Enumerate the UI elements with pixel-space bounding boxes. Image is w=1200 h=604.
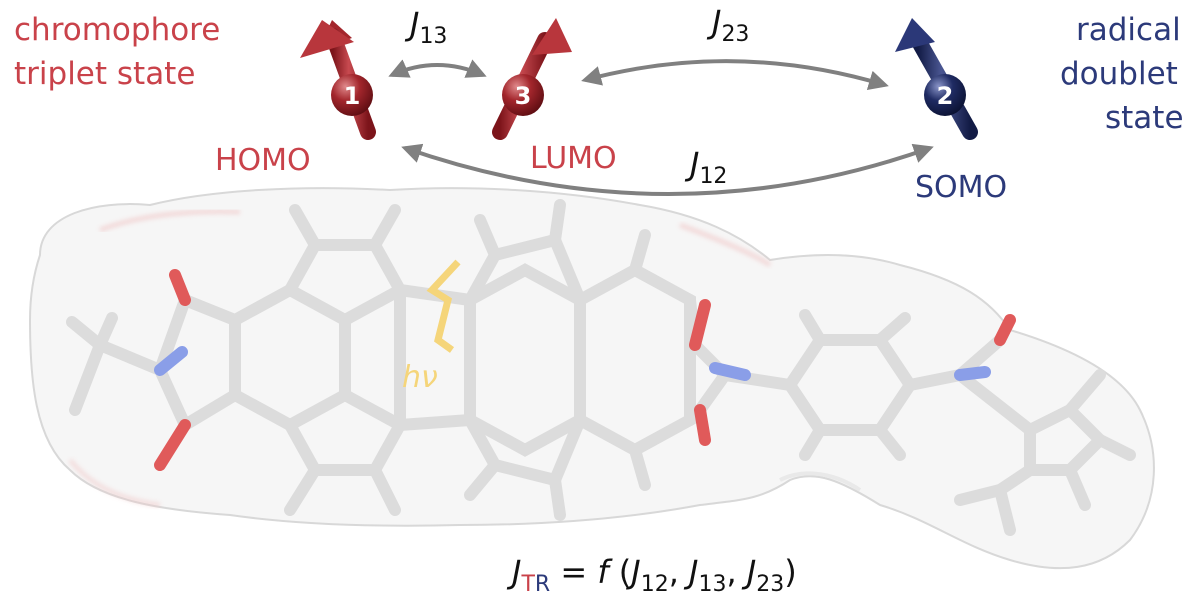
lumo-label: LUMO [530,141,617,176]
coupling-j23-label: J23 [712,3,750,47]
spin-arrow-2 [895,18,978,140]
arrow-j12 [401,143,934,196]
coupling-j13-label: J13 [410,5,448,49]
coupling-arrows [388,59,934,196]
arrow-j13 [388,59,487,78]
homo-label: HOMO [215,143,311,178]
photon-label: hν [402,360,438,395]
radical-label-line1: radical [1076,12,1181,48]
photon-bolt-icon [426,259,461,353]
radical-label-line3: state [1105,100,1184,136]
spin-arrow-1 [300,20,376,140]
spin-number-1: 1 [344,82,361,110]
spin-arrow-3 [492,18,572,140]
molecular-surface [28,187,1155,570]
somo-label: SOMO [915,170,1008,205]
chromophore-label-line1: chromophore [14,12,221,48]
heteroatoms [154,269,1016,471]
molecule-bonds [66,199,1136,536]
chromophore-label-line2: triplet state [14,56,196,92]
arrow-j23 [581,59,889,90]
spin-number-3: 3 [515,82,532,110]
coupling-j12-label: J12 [690,145,728,189]
effective-coupling-formula: JTR = f (J12, J13, J23) [512,553,797,597]
radical-label-line2: doublet [1060,56,1178,92]
spin-number-2: 2 [937,82,954,110]
